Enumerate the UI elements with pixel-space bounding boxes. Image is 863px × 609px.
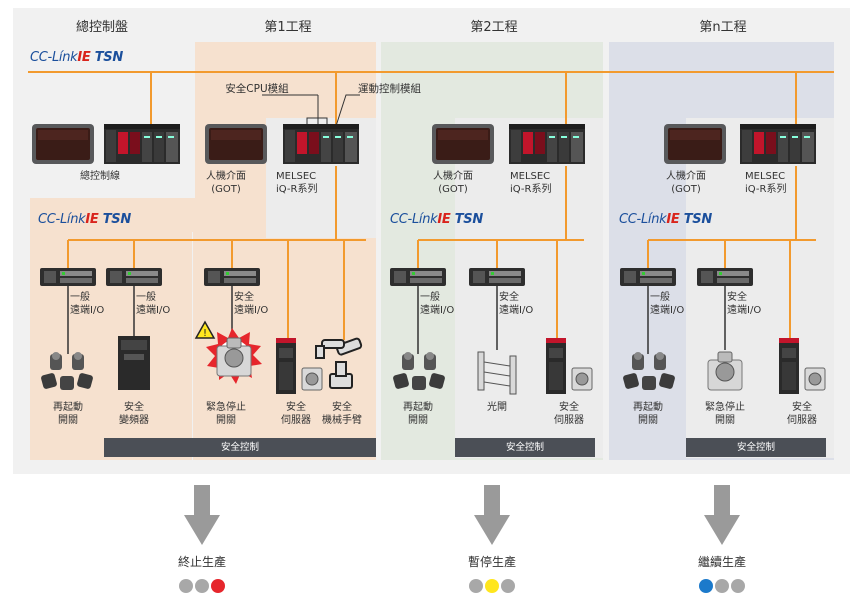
p2-safety-io-icon <box>469 268 525 286</box>
p1-plc-icon <box>283 124 359 164</box>
pn-general-io-label: 一般遠端I/O <box>650 292 685 316</box>
p1-hmi-icon <box>205 124 267 164</box>
p1-hmi-label: 人機介面(GOT) <box>206 171 246 195</box>
status-light-gray <box>731 579 745 593</box>
status-lights-stop <box>179 579 229 593</box>
pn-servo-label: 安全伺服器 <box>787 402 817 426</box>
status-light-gray <box>195 579 209 593</box>
result-pause-production: 暫停生產 <box>467 555 516 569</box>
light-curtain-icon <box>477 351 517 395</box>
header-process-1: 第1工程 <box>264 20 312 35</box>
cc-link-logo-pn: CC-LínkIE TSN <box>619 212 712 227</box>
header-process-2: 第2工程 <box>470 20 518 35</box>
robot-arm-label: 安全機械手臂 <box>322 402 362 426</box>
pn-plc-icon <box>740 124 816 164</box>
header-process-n: 第n工程 <box>699 20 747 35</box>
p2-hmi-label: 人機介面(GOT) <box>433 171 473 195</box>
status-light-gray <box>501 579 515 593</box>
p1-general-io-label-2: 一般遠端I/O <box>136 292 171 316</box>
pn-hmi-icon <box>664 124 726 164</box>
p2-restart-label: 再起動開關 <box>403 402 433 426</box>
pn-estop-label: 緊急停止開關 <box>705 402 745 426</box>
estop-burst-icon <box>206 328 262 384</box>
status-lights-pause <box>469 579 519 593</box>
main-plc-icon <box>104 124 180 164</box>
p2-safety-io-label: 安全遠端I/O <box>499 292 534 316</box>
callout-motion-module: 運動控制模組 <box>358 83 421 95</box>
status-light-gray <box>179 579 193 593</box>
cc-link-logo-top: CC-LínkIE TSN <box>30 50 123 65</box>
p1-estop-label: 緊急停止開關 <box>206 402 246 426</box>
p2-general-io-label: 一般遠端I/O <box>420 292 455 316</box>
pn-general-io-icon <box>620 268 676 286</box>
p1-general-io-label: 一般遠端I/O <box>70 292 105 316</box>
status-light-blue <box>699 579 713 593</box>
status-light-yellow <box>485 579 499 593</box>
status-lights-continue <box>699 579 749 593</box>
cc-link-logo-p2: CC-LínkIE TSN <box>390 212 483 227</box>
callout-safety-cpu: 安全CPU模組 <box>225 83 289 95</box>
p2-hmi-icon <box>432 124 494 164</box>
down-arrows <box>184 485 740 545</box>
p1-safety-io-label: 安全遠端I/O <box>234 292 269 316</box>
p1-safety-io-icon <box>204 268 260 286</box>
main-hmi-icon <box>32 124 94 164</box>
p1-general-io-icon-2 <box>106 268 162 286</box>
p2-plc-icon <box>509 124 585 164</box>
pn-safety-io-icon <box>697 268 753 286</box>
p2-servo-label: 安全伺服器 <box>554 402 584 426</box>
robot-arm-icon <box>315 337 363 389</box>
inverter-label: 安全變頻器 <box>119 402 149 426</box>
main-control-line-label: 總控制線 <box>80 171 120 182</box>
light-curtain-label: 光閘 <box>487 402 507 413</box>
network-lines <box>28 71 834 340</box>
safety-control-bar-p1: 安全控制 <box>104 438 376 457</box>
result-stop-production: 終止生產 <box>177 555 226 569</box>
p1-general-io-icon <box>40 268 96 286</box>
p1-servo-label: 安全伺服器 <box>281 402 311 426</box>
svg-text:!: ! <box>203 328 207 339</box>
safety-control-bar-p2: 安全控制 <box>455 438 595 457</box>
status-light-gray <box>469 579 483 593</box>
status-light-red <box>211 579 225 593</box>
cc-link-logo-p1: CC-LínkIE TSN <box>38 212 131 227</box>
safety-control-bar-pn: 安全控制 <box>686 438 826 457</box>
header-main-panel: 總控制盤 <box>75 20 128 35</box>
pn-hmi-label: 人機介面(GOT) <box>666 171 706 195</box>
p1-restart-label: 再起動開關 <box>53 402 83 426</box>
pn-restart-label: 再起動開關 <box>633 402 663 426</box>
status-light-gray <box>715 579 729 593</box>
p2-general-io-icon <box>390 268 446 286</box>
warning-icon: ! <box>194 320 216 339</box>
pn-safety-io-label: 安全遠端I/O <box>727 292 762 316</box>
result-continue-production: 繼續生產 <box>697 555 746 569</box>
inverter-icon <box>118 336 150 390</box>
